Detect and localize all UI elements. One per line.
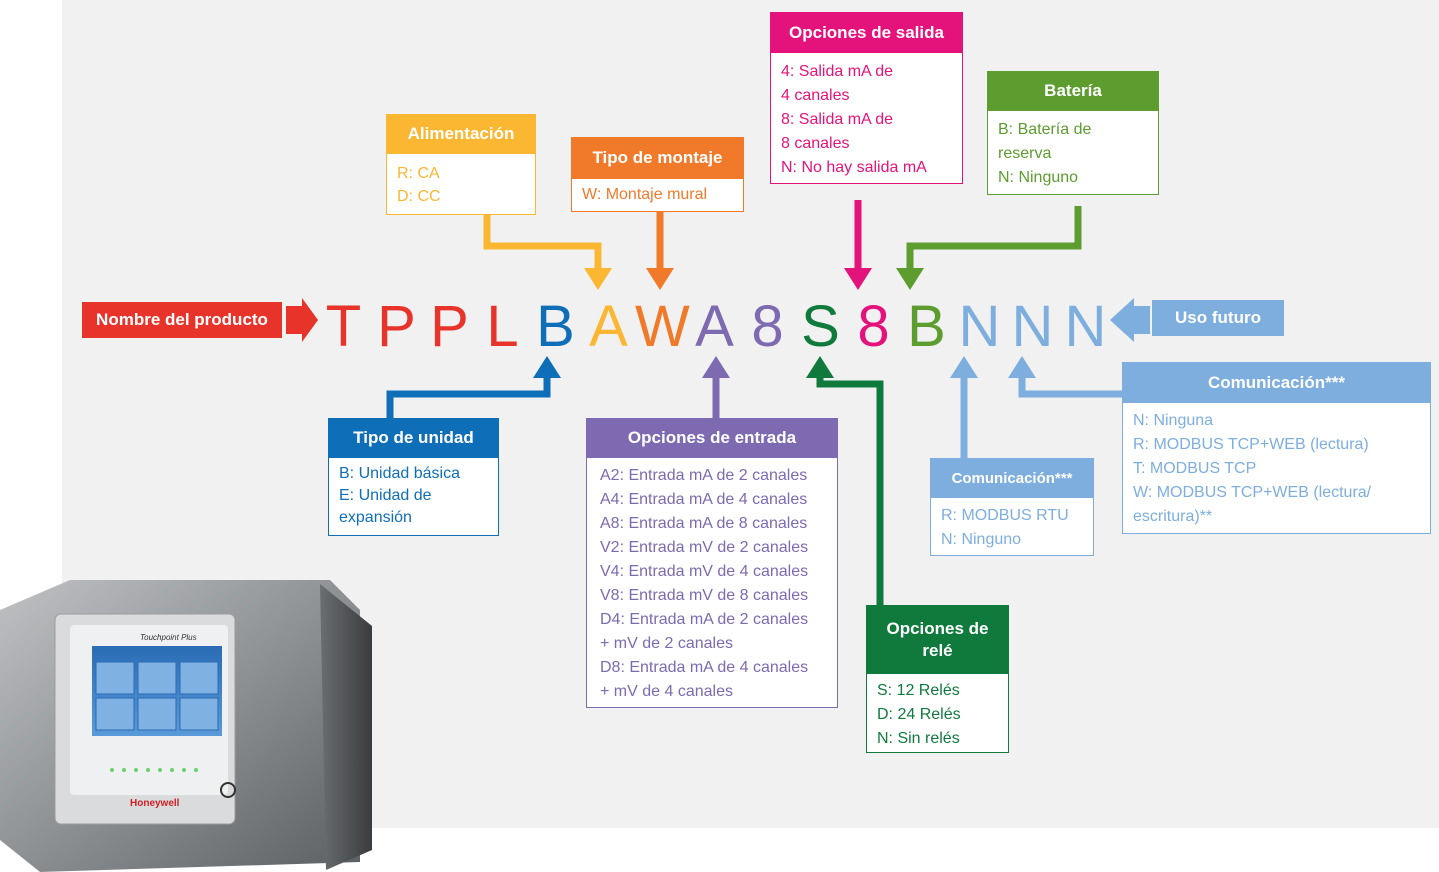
- code-letter: T: [325, 294, 362, 359]
- product-name-label: Nombre del producto: [96, 310, 268, 329]
- code-letter: 8: [857, 294, 890, 359]
- entrada-item: V8: Entrada mV de 8 canales: [600, 587, 809, 604]
- code-letter: S: [801, 294, 840, 359]
- entrada-item: D8: Entrada mA de 4 canales: [600, 659, 809, 676]
- comm1-item: N: Ninguno: [941, 531, 1022, 548]
- salida-item: N: No hay salida mA: [781, 159, 927, 176]
- code-letter: A: [589, 294, 628, 359]
- box-bateria: Batería B: Batería de reserva N: Ninguno: [987, 71, 1159, 195]
- product-name-tag: Nombre del producto: [82, 302, 282, 338]
- entrada-item: A8: Entrada mA de 8 canales: [600, 515, 808, 532]
- alimentacion-item: D: CC: [397, 188, 441, 205]
- entrada-item: A4: Entrada mA de 4 canales: [600, 491, 808, 508]
- code-letter: W: [635, 294, 690, 359]
- rele-item: D: 24 Relés: [877, 706, 961, 723]
- box-unidad-title: Tipo de unidad: [329, 419, 498, 458]
- entrada-item: + mV de 4 canales: [600, 683, 733, 700]
- box-rele: Opciones de relé S: 12 Relés D: 24 Relés…: [866, 605, 1009, 753]
- arrow-rele: [816, 374, 884, 606]
- box-salida-title: Opciones de salida: [771, 13, 962, 53]
- box-alimentacion-title: Alimentación: [387, 115, 535, 154]
- entrada-item: A2: Entrada mA de 2 canales: [600, 467, 808, 484]
- code-letter: A: [695, 294, 734, 359]
- bateria-item: B: Batería de: [998, 121, 1092, 138]
- arrow-unidad: [386, 374, 551, 420]
- arrow-bateria: [906, 206, 1082, 272]
- unidad-item: expansión: [339, 509, 412, 526]
- code-letter: P: [430, 294, 469, 359]
- alimentacion-item: R: CA: [397, 165, 440, 182]
- unidad-item: B: Unidad básica: [339, 465, 460, 482]
- rele-title-line: relé: [922, 641, 953, 660]
- entrada-item: V4: Entrada mV de 4 canales: [600, 563, 809, 580]
- code-letter: 8: [751, 294, 784, 359]
- arrow-alimentacion: [483, 214, 602, 272]
- entrada-item: V2: Entrada mV de 2 canales: [600, 539, 809, 556]
- comm1-item: R: MODBUS RTU: [941, 507, 1069, 524]
- box-comm2-title: Comunicación***: [1123, 363, 1430, 403]
- comm2-item: R: MODBUS TCP+WEB (lectura): [1133, 436, 1369, 453]
- code-letter: N: [1011, 294, 1054, 359]
- box-entrada-title: Opciones de entrada: [587, 419, 837, 458]
- arrow-producto: [286, 298, 318, 342]
- comm2-item: T: MODBUS TCP: [1133, 460, 1257, 477]
- box-rele-title: Opciones de relé: [867, 606, 1008, 674]
- box-montaje: Tipo de montaje W: Montaje mural: [571, 137, 744, 212]
- device-model-label: Touchpoint Plus: [140, 633, 197, 642]
- entrada-item: D4: Entrada mA de 2 canales: [600, 611, 809, 628]
- box-salida: Opciones de salida 4: Salida mA de 4 can…: [770, 12, 963, 184]
- entrada-item: + mV de 2 canales: [600, 635, 733, 652]
- rele-title-line: Opciones de: [886, 618, 989, 638]
- code-letter: B: [907, 294, 946, 359]
- bateria-item: reserva: [998, 145, 1052, 162]
- comm2-item: W: MODBUS TCP+WEB (lectura/: [1133, 484, 1372, 501]
- rele-item: N: Sin relés: [877, 730, 960, 747]
- code-letter: B: [536, 294, 575, 359]
- code-letter: L: [486, 294, 519, 359]
- arrow-comm2: [1018, 374, 1124, 398]
- device-brand-label: Honeywell: [130, 798, 180, 809]
- box-comm2: Comunicación*** N: Ninguna R: MODBUS TCP…: [1122, 362, 1431, 534]
- rele-item: S: 12 Relés: [877, 682, 960, 699]
- bateria-item: N: Ninguno: [998, 169, 1079, 186]
- box-comm1-title: Comunicación***: [931, 459, 1093, 498]
- salida-item: 4 canales: [781, 87, 850, 104]
- unidad-item: E: Unidad de: [339, 487, 432, 504]
- salida-item: 8: Salida mA de: [781, 111, 894, 128]
- montaje-item: W: Montaje mural: [582, 186, 708, 203]
- box-entrada: Opciones de entrada A2: Entrada mA de 2 …: [586, 418, 838, 708]
- box-comm1: Comunicación*** R: MODBUS RTU N: Ninguno: [930, 458, 1094, 556]
- device-image: Touchpoint Plus Honeywell: [0, 580, 372, 872]
- comm2-item: escritura)**: [1133, 508, 1213, 525]
- salida-item: 4: Salida mA de: [781, 63, 894, 80]
- salida-item: 8 canales: [781, 135, 850, 152]
- comm2-item: N: Ninguna: [1133, 412, 1214, 429]
- code-letter: N: [1064, 294, 1107, 359]
- box-montaje-title: Tipo de montaje: [572, 138, 743, 179]
- box-bateria-title: Batería: [988, 72, 1158, 111]
- box-unidad: Tipo de unidad B: Unidad básica E: Unida…: [328, 418, 499, 536]
- future-use-tag: Uso futuro: [1152, 300, 1284, 336]
- arrow-uso-futuro: [1110, 298, 1150, 342]
- box-alimentacion: Alimentación R: CA D: CC: [386, 114, 536, 215]
- code-letter: N: [958, 294, 1001, 359]
- future-use-label: Uso futuro: [1175, 308, 1261, 327]
- code-letter: P: [377, 294, 416, 359]
